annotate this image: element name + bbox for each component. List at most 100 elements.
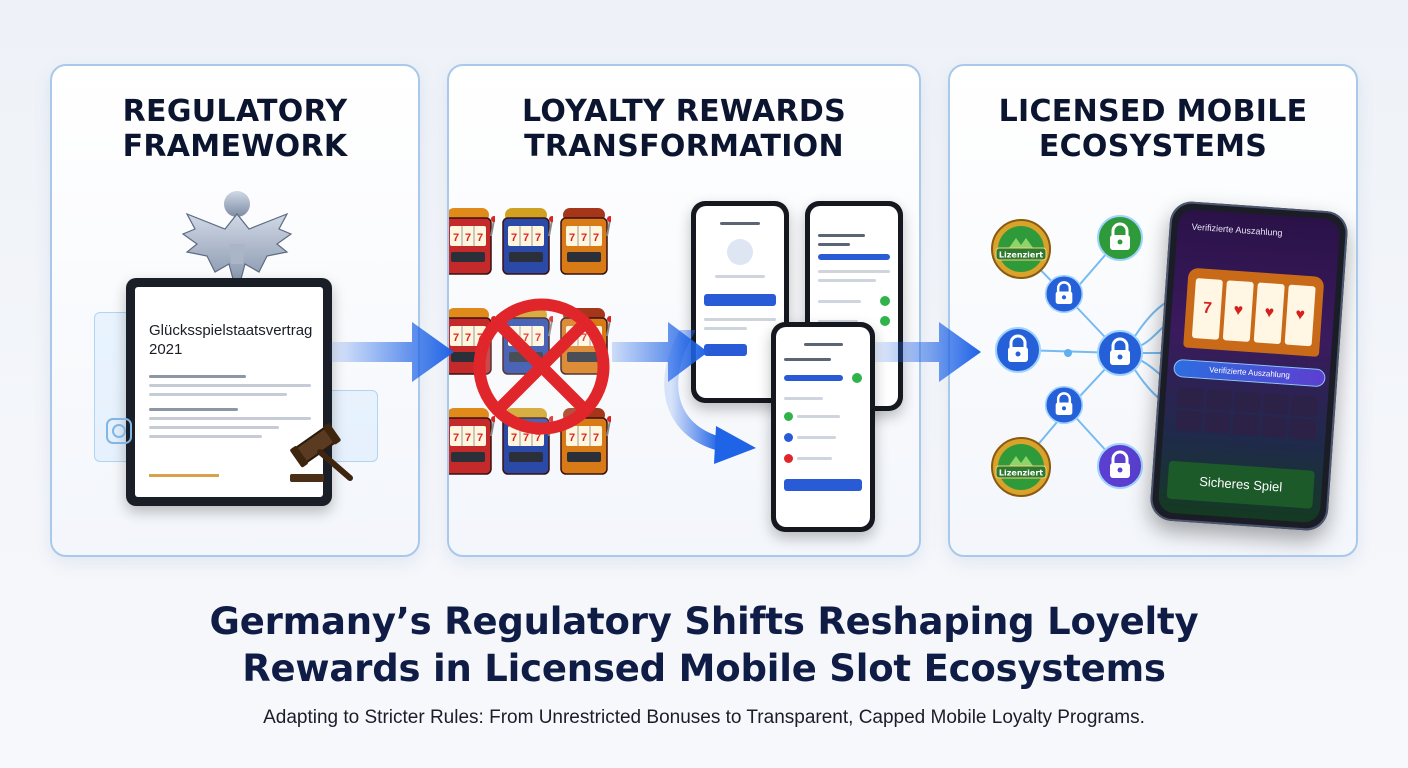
app-button[interactable] [784,479,862,491]
svg-text:7: 7 [535,332,541,344]
svg-text:7: 7 [477,432,483,444]
status-dot [784,412,793,421]
curved-arrow-icon [664,330,756,464]
svg-text:7: 7 [511,232,517,244]
panel-title: LOYALTY REWARDS TRANSFORMATION [449,94,919,164]
svg-text:7: 7 [465,432,471,444]
text-line [784,358,831,361]
text-line [818,319,858,323]
arrow-right-icon [330,322,454,382]
text-line [149,435,263,438]
stamp-icon [106,418,132,444]
svg-text:7: 7 [523,332,529,344]
badge-label: Lizenziert [999,469,1043,478]
check-icon [880,316,890,326]
reel: ♥ [1253,282,1285,345]
reel: 7 [1191,278,1223,340]
svg-text:7: 7 [523,432,529,444]
reel: ♥ [1222,280,1254,342]
svg-text:7: 7 [453,432,459,444]
text-line [797,457,833,460]
svg-text:7: 7 [581,332,587,344]
svg-text:7: 7 [465,232,471,244]
check-icon [852,373,862,383]
arrow-right-icon [875,322,981,382]
svg-text:7: 7 [535,432,541,444]
svg-text:7: 7 [477,232,483,244]
status-dot [784,433,793,442]
document-title: Glücksspielstaatsvertrag [149,322,313,339]
subheadline: Adapting to Stricter Rules: From Unrestr… [263,707,1145,728]
text-line [149,375,247,378]
panel-title-line: REGULATORY [122,94,348,129]
text-line [149,408,239,411]
list-item[interactable] [784,373,862,383]
text-line [704,327,748,330]
list-item[interactable] [818,316,890,326]
lock-icon [995,327,1041,373]
svg-text:7: 7 [593,232,599,244]
grid-cell [1205,389,1233,411]
grid-cell [1175,410,1203,432]
lock-icon [1097,330,1143,376]
licensed-badge-icon: Lizenziert [991,437,1051,497]
grid-cell [1291,395,1319,417]
grid-cell [1289,418,1317,440]
avatar [727,239,753,265]
grid-cell [1262,393,1290,415]
screen-header: Verifizierte Auszahlung [1191,221,1283,238]
text-line [818,234,865,237]
text-line [818,279,876,282]
svg-text:7: 7 [593,432,599,444]
panel-title-line: LICENSED MOBILE [998,94,1308,129]
text-line [797,415,840,418]
panel-title: LICENSED MOBILE ECOSYSTEMS [950,94,1356,164]
text-line [818,270,890,273]
text-line [149,393,287,396]
progress-bar [784,375,844,381]
text-line [149,384,311,387]
slot-machine-icon: 777 [449,308,495,375]
text-line [797,436,836,439]
svg-text:7: 7 [569,432,575,444]
status-dot [784,454,793,463]
reel: ♥ [1284,284,1316,347]
app-button[interactable] [704,294,776,306]
list-item[interactable] [784,412,862,421]
panel-title-line: TRANSFORMATION [524,129,844,164]
app-button[interactable] [704,344,748,356]
svg-text:7: 7 [453,232,459,244]
grid-cell [1234,391,1261,413]
document-page: Glücksspielstaatsvertrag 2021 [135,287,323,497]
list-item[interactable] [784,454,862,463]
lock-icon [1097,215,1143,261]
treaty-document: Glücksspielstaatsvertrag 2021 [126,278,332,506]
grid-cell [1203,412,1231,434]
grid-cell [1176,387,1204,409]
loyalty-app-phone [691,201,789,403]
svg-text:7: 7 [581,432,587,444]
panel-title-line: ECOSYSTEMS [1038,129,1268,164]
list-item[interactable] [784,433,862,442]
slot-reels: 7 ♥ ♥ ♥ [1183,267,1325,357]
lock-icon [1097,443,1143,489]
svg-text:7: 7 [535,232,541,244]
panel-licensed-ecosystems: LICENSED MOBILE ECOSYSTEMS Lizenz [948,64,1358,557]
licensed-badge-icon: Lizenziert [991,219,1051,279]
panel-title: REGULATORY FRAMEWORK [52,94,418,164]
loyalty-app-phone-front [771,322,875,532]
phone-screen [696,206,784,398]
text-line [720,222,760,225]
list-item[interactable] [818,296,890,306]
headline: Germany’s Regulatory Shifts Reshaping Lo… [0,598,1408,692]
prohibited-icon [473,298,610,435]
svg-text:7: 7 [523,232,529,244]
document-signature-line [149,474,219,477]
panel-regulatory-framework: REGULATORY FRAMEWORK Glücksspielstaatsve… [50,64,420,557]
gavel-icon [290,423,353,482]
game-grid [1175,387,1319,440]
